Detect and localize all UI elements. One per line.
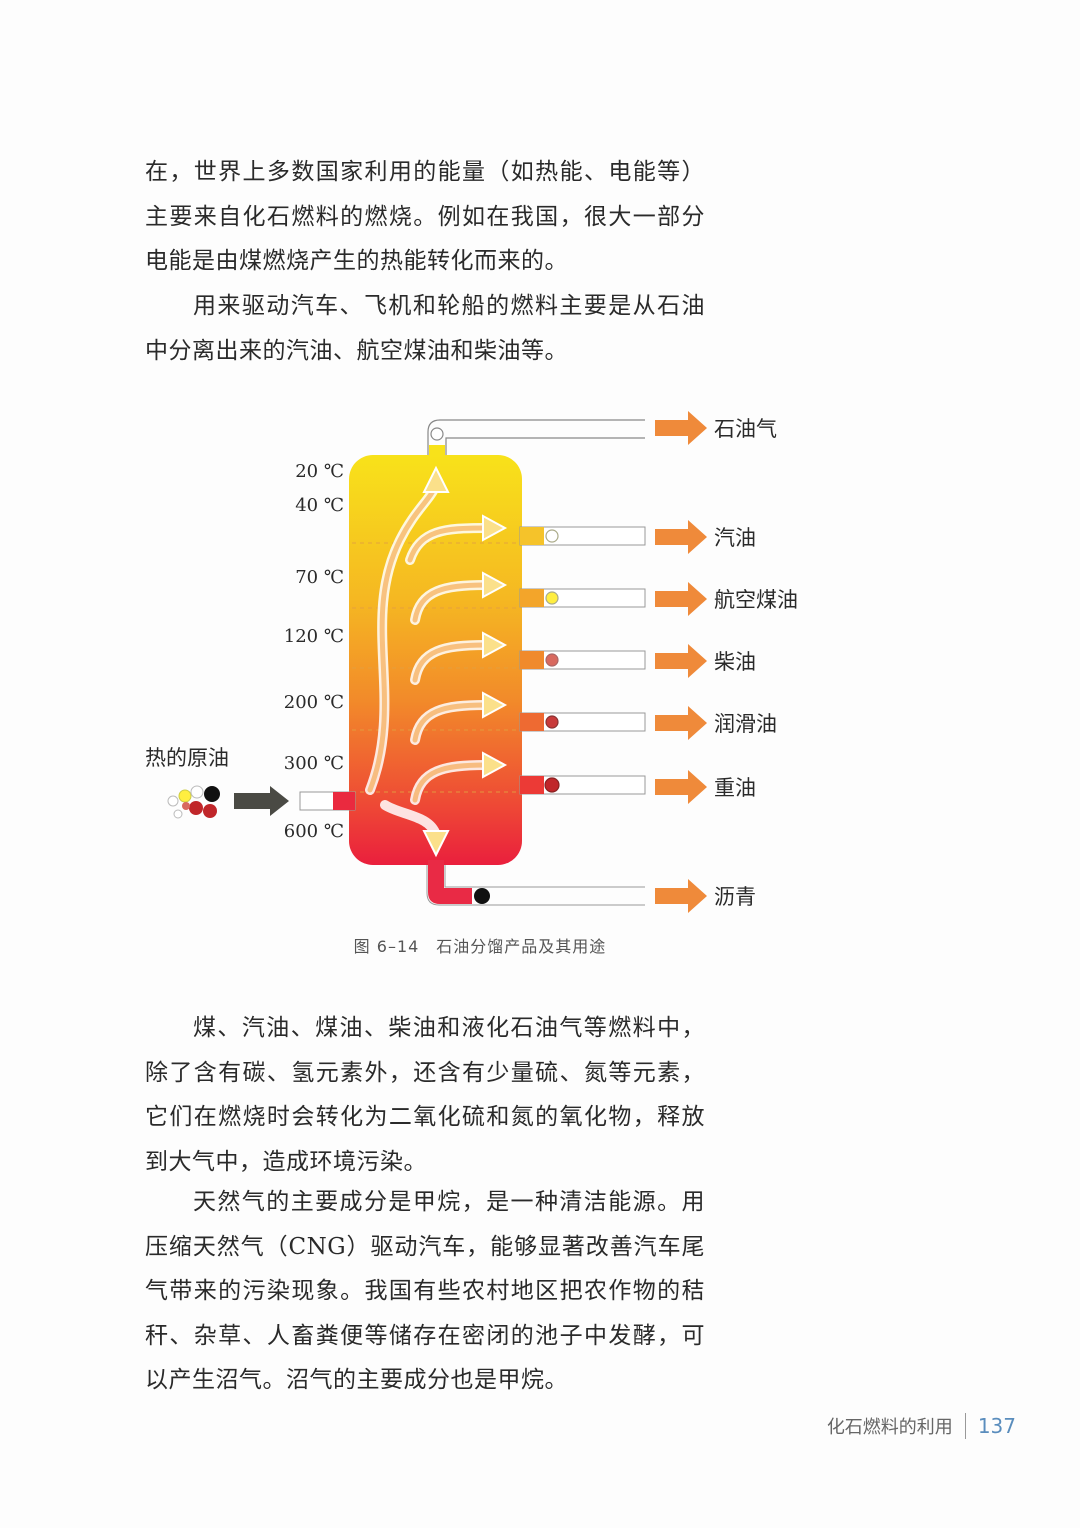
temp-label: 70 ℃ [295, 567, 344, 588]
top-pipe-outline [427, 419, 645, 455]
paragraph-4: 天然气的主要成分是甲烷，是一种清洁能源。用压缩天然气（CNG）驱动汽车，能够显著… [145, 1189, 705, 1394]
chapter-title: 化石燃料的利用 [826, 1417, 953, 1438]
arrow-heavy-oil [655, 770, 707, 804]
input-pipe-fill [333, 792, 355, 810]
bottom-pipe-outline [426, 865, 645, 906]
top-pipe-inner [445, 437, 645, 455]
paragraph-2: 用来驱动汽车、飞机和轮船的燃料主要是从石油中分离出来的汽油、航空煤油和柴油等。 [145, 293, 705, 364]
dot-diesel [545, 653, 559, 667]
input-arrow [234, 786, 289, 816]
product-label: 航空煤油 [714, 588, 798, 612]
page-footer: 化石燃料的利用 137 [827, 1413, 1016, 1439]
product-arrows [655, 411, 707, 913]
distillation-diagram: 20 ℃ 40 ℃ 70 ℃ 120 ℃ 200 ℃ 300 ℃ 600 ℃ 热… [145, 411, 798, 913]
product-label: 重油 [714, 776, 756, 800]
page-number: 137 [977, 1414, 1016, 1438]
product-label: 汽油 [714, 526, 756, 550]
product-label: 沥青 [714, 885, 756, 909]
distillation-figure: 20 ℃ 40 ℃ 70 ℃ 120 ℃ 200 ℃ 300 ℃ 600 ℃ 热… [0, 395, 1080, 965]
product-label: 柴油 [714, 650, 756, 674]
temperature-labels: 20 ℃ 40 ℃ 70 ℃ 120 ℃ 200 ℃ 300 ℃ 600 ℃ [284, 461, 344, 842]
temp-label: 20 ℃ [295, 461, 344, 482]
dot-kerosene [545, 591, 559, 605]
product-pipes [519, 526, 646, 795]
temp-label: 120 ℃ [284, 626, 344, 647]
arrow-lube [655, 706, 707, 740]
arrow-asphalt [655, 879, 707, 913]
temp-label: 300 ℃ [284, 753, 344, 774]
bottom-pipe-inner [444, 865, 645, 888]
arrow-kerosene [655, 582, 707, 616]
temp-label: 600 ℃ [284, 821, 344, 842]
dot-gas [430, 427, 444, 441]
inner-flow-arrows-core [367, 482, 488, 803]
arrow-diesel [655, 644, 707, 678]
figure-caption: 图 6–14 石油分馏产品及其用途 [353, 937, 607, 956]
arrow-gas [655, 411, 707, 445]
input-label: 热的原油 [145, 746, 229, 770]
bottom-pipe-fill [428, 860, 472, 904]
product-labels: 石油气 汽油 航空煤油 柴油 润滑油 重油 沥青 [714, 417, 798, 909]
paragraph-1: 在，世界上多数国家利用的能量（如热能、电能等）主要来自化石燃料的燃烧。例如在我国… [145, 159, 705, 275]
temp-label: 200 ℃ [284, 692, 344, 713]
product-label: 润滑油 [714, 712, 777, 736]
dot-heavy-oil [544, 777, 560, 793]
product-label: 石油气 [714, 417, 777, 441]
dot-asphalt [474, 888, 490, 904]
dot-lube [545, 715, 559, 729]
arrow-gasoline [655, 520, 707, 554]
inner-arrow-heads [422, 465, 508, 858]
footer-divider [964, 1413, 966, 1439]
distillation-column [349, 455, 522, 865]
dot-gasoline [545, 529, 559, 543]
paragraph-3: 煤、汽油、煤油、柴油和液化石油气等燃料中，除了含有碳、氢元素外，还含有少量硫、氮… [145, 1015, 705, 1175]
temp-label: 40 ℃ [295, 495, 344, 516]
crude-oil-dots [167, 785, 220, 819]
